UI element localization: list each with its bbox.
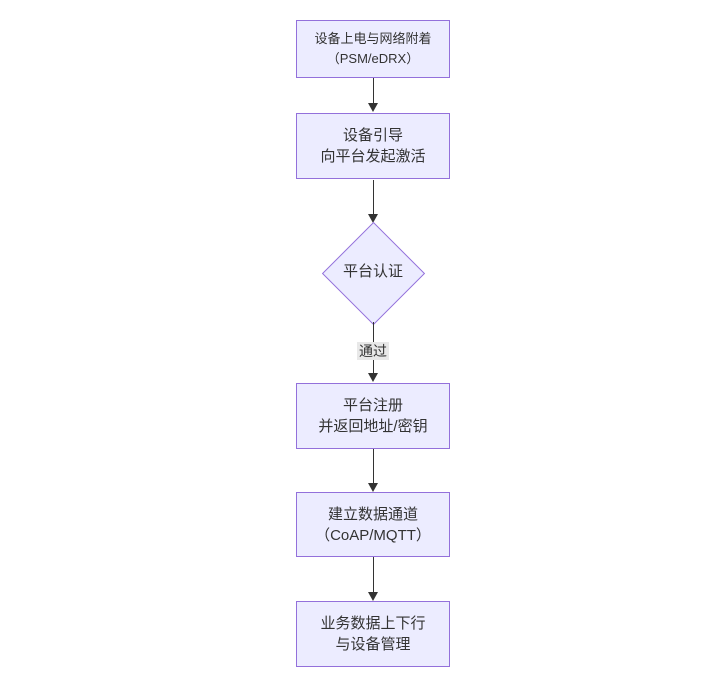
arrow-shaft bbox=[372, 557, 374, 592]
node-text-line: 向平台发起激活 bbox=[320, 148, 426, 165]
flow-node-register: 平台注册 并返回地址/密钥 bbox=[296, 383, 450, 449]
arrow-shaft bbox=[372, 180, 374, 214]
node-text-line: （PSM/eDRX） bbox=[326, 51, 420, 66]
flow-node-auth-label: 平台认证 bbox=[342, 263, 403, 280]
node-text-line: 并返回地址/密钥 bbox=[318, 418, 428, 435]
node-text-line: 设备上电与网络附着 bbox=[314, 31, 432, 46]
arrow-head-icon bbox=[368, 103, 378, 112]
flow-node-data-channel: 建立数据通道 （CoAP/MQTT） bbox=[296, 492, 450, 557]
flow-node-service: 业务数据上下行 与设备管理 bbox=[296, 601, 450, 667]
node-text-line: 与设备管理 bbox=[335, 636, 411, 653]
flow-arrow bbox=[368, 557, 378, 601]
arrow-head-icon bbox=[368, 373, 378, 382]
arrow-head-icon bbox=[368, 483, 378, 492]
flow-node-bootstrap: 设备引导 向平台发起激活 bbox=[296, 113, 450, 179]
edge-label-auth-pass: 通过 bbox=[357, 342, 389, 360]
node-text-line: 设备引导 bbox=[342, 127, 403, 144]
flow-arrow bbox=[368, 449, 378, 492]
flow-node-power-attach: 设备上电与网络附着 （PSM/eDRX） bbox=[296, 20, 450, 78]
node-text-line: （CoAP/MQTT） bbox=[315, 526, 431, 544]
flow-arrow bbox=[368, 78, 378, 112]
arrow-head-icon bbox=[368, 214, 378, 223]
arrow-shaft bbox=[372, 78, 374, 103]
node-text-line: 建立数据通道 bbox=[327, 505, 418, 523]
node-text-line: 平台注册 bbox=[342, 397, 403, 414]
flow-arrow bbox=[368, 180, 378, 223]
arrow-head-icon bbox=[368, 592, 378, 601]
node-text-line: 业务数据上下行 bbox=[320, 615, 426, 632]
edge-label-container: 通过 bbox=[333, 342, 413, 360]
arrow-shaft bbox=[372, 449, 374, 483]
